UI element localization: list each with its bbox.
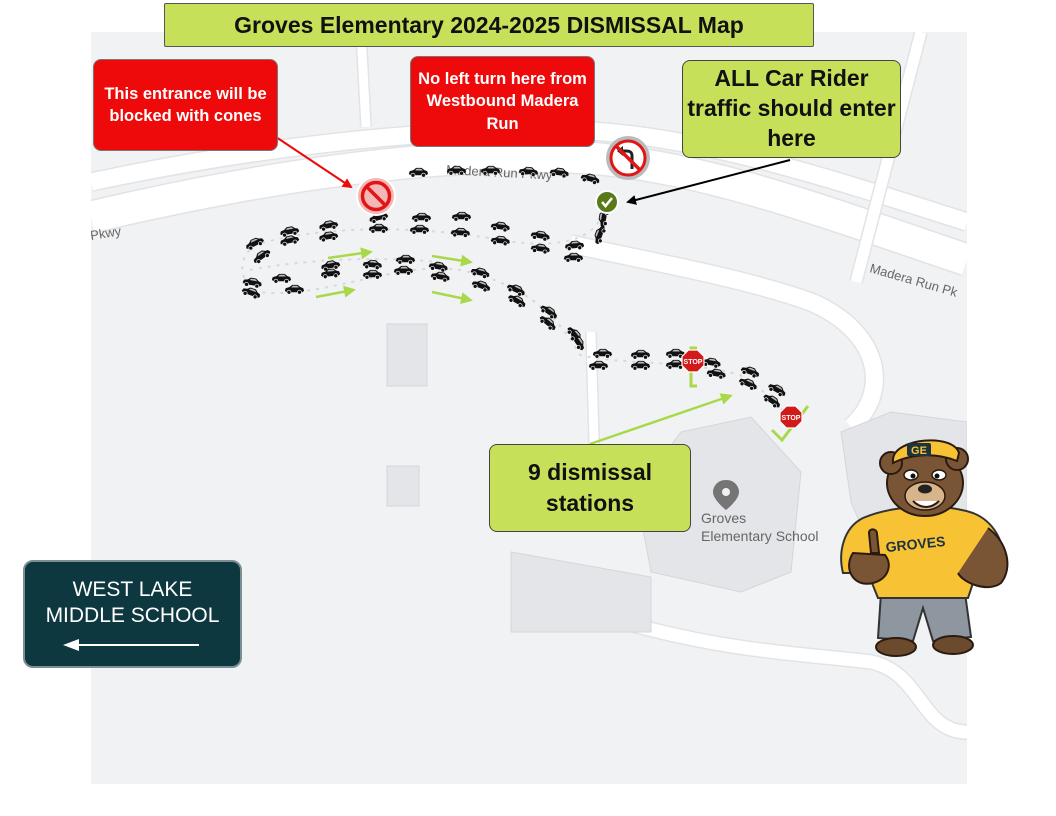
car-icon — [250, 246, 273, 266]
car-icon — [591, 223, 608, 246]
stations-pointer — [589, 393, 733, 446]
car-icon — [393, 265, 414, 276]
car-icon — [411, 212, 432, 223]
car-icon — [529, 229, 551, 243]
arrow-left-icon — [62, 638, 199, 651]
entry-pointer — [626, 159, 791, 205]
car-icon — [505, 281, 528, 299]
car-icon — [588, 360, 609, 371]
map-pin-icon — [713, 480, 739, 510]
car-icon — [630, 349, 651, 360]
car-icon — [446, 165, 467, 176]
car-icon — [241, 276, 263, 290]
car-icon — [705, 367, 727, 381]
page-title: Groves Elementary 2024-2025 DISMISSAL Ma… — [164, 3, 814, 47]
mascot-shirt-text: GROVES — [885, 533, 946, 555]
car-icon — [362, 258, 383, 271]
car-icon — [451, 211, 472, 222]
check-icon — [595, 190, 619, 214]
school-label: Groves Elementary School — [701, 510, 819, 544]
car-rider-entry-callout: ALL Car Rider traffic should enter here — [682, 60, 901, 158]
car-icon — [579, 171, 602, 186]
west-lake-line2: MIDDLE SCHOOL — [45, 604, 220, 628]
car-icon — [506, 291, 529, 310]
svg-text:STOP: STOP — [782, 415, 801, 422]
car-icon — [480, 165, 501, 176]
car-icon — [317, 218, 340, 233]
car-icon — [470, 277, 493, 294]
car-icon — [563, 252, 584, 263]
car-icon — [368, 223, 389, 234]
car-icon — [548, 166, 570, 179]
car-icon — [450, 227, 471, 239]
no-entry-icon — [356, 176, 396, 216]
blocked-entrance-pointer — [275, 136, 353, 189]
car-icon — [284, 284, 305, 295]
car-icon — [739, 363, 762, 380]
svg-text:STOP: STOP — [684, 359, 703, 366]
mascot-cap-text: GE — [911, 445, 927, 457]
car-icon — [271, 273, 292, 284]
stop-sign-icon: STOP — [779, 405, 803, 429]
car-icon — [429, 270, 451, 284]
car-icon — [490, 234, 511, 247]
road-label-west: Pkwy — [91, 223, 123, 243]
car-icon — [469, 265, 492, 280]
car-icon — [489, 220, 511, 233]
traffic-flow-arrows — [315, 247, 473, 305]
car-icon — [737, 375, 760, 393]
no-left-turn-icon — [606, 136, 650, 180]
car-icon — [278, 233, 301, 248]
car-queue — [240, 165, 789, 411]
stop-sign-icon: STOP — [681, 349, 705, 373]
blocked-entrance-callout: This entrance will be blocked with cones — [93, 59, 278, 151]
car-icon — [592, 348, 613, 359]
car-icon — [408, 167, 429, 178]
car-icon — [518, 165, 539, 178]
car-icon — [362, 269, 383, 280]
car-icon — [409, 224, 430, 235]
car-icon — [395, 254, 416, 265]
dismissal-stations-callout: 9 dismissal stations — [489, 444, 691, 532]
car-icon — [243, 234, 266, 252]
bear-mascot: GROVES GE — [840, 439, 1009, 657]
no-left-turn-callout: No left turn here from Westbound Madera … — [410, 56, 595, 147]
west-lake-direction-sign: WEST LAKE MIDDLE SCHOOL — [23, 560, 242, 668]
west-lake-line1: WEST LAKE — [72, 578, 193, 601]
car-icon — [318, 230, 340, 243]
